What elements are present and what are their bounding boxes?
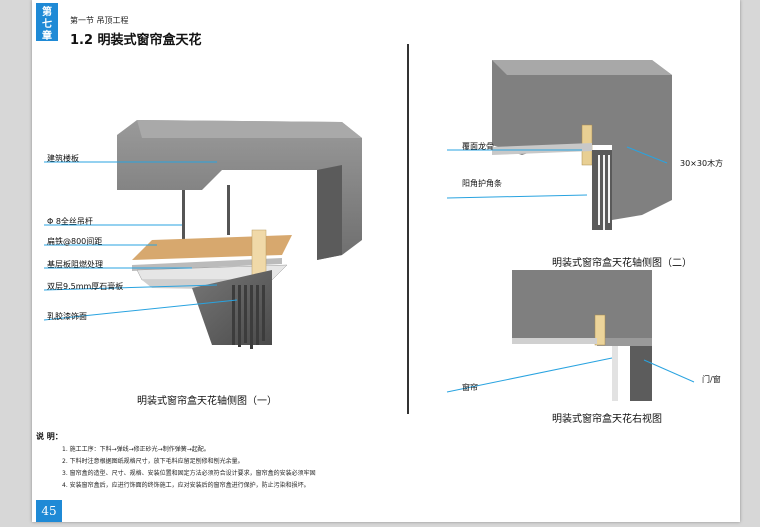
callout-lines [446, 357, 695, 393]
callout-cover-keel: 覆面龙骨 [462, 142, 494, 151]
notes-title: 说 明： [36, 432, 63, 441]
callout-gypsum-board: 双层9.5mm厚石膏板 [47, 282, 124, 291]
note-item: 1. 施工工序：下料→弹线→修正砂光→制作弹簧→起配。 [62, 446, 210, 453]
hanger-rod [227, 185, 230, 235]
curtain-folds [598, 155, 610, 230]
axonometric-drawing-1 [43, 120, 362, 349]
slab-section [512, 270, 652, 338]
axonometric-drawing-2 [446, 60, 672, 230]
callout-slab: 建筑楼板 [47, 154, 79, 163]
callout-corner-guard: 阳角护角条 [462, 179, 502, 188]
column-divider [407, 44, 409, 414]
note-item: 3. 窗帘盒的造型、尺寸、规格、安装位置和固定方法必须符合设计要求，窗帘盒的安装… [62, 470, 316, 477]
page-number: 45 [36, 500, 62, 522]
note-item: 4. 安装窗帘盒后，应进行饰面的终饰施工，应对安装后的窗帘盒进行保护，防止污染和… [62, 482, 310, 489]
callout-door-window: 门/窗 [702, 375, 721, 384]
curtain-folds [232, 285, 265, 349]
hanger-rod [182, 190, 185, 240]
document-page: 第 七 章 第一节 吊顶工程 1.2 明装式窗帘盒天花 [32, 0, 740, 522]
callout-latex-paint: 乳胶漆饰面 [47, 312, 87, 321]
side-view-drawing [446, 270, 695, 401]
slab-edge [597, 338, 652, 346]
ceiling-board [512, 338, 597, 344]
wall-below [630, 346, 652, 401]
caption-axonometric-1: 明装式窗帘盒天花轴侧图（一） [137, 396, 277, 407]
slab-top-face [492, 60, 672, 75]
slab-body [117, 120, 362, 260]
chapter-tab: 第 七 章 [36, 3, 58, 42]
keel [492, 143, 592, 155]
figure-axonometric-2: 覆面龙骨 阳角护角条 30×30木方 明装式窗帘盒天花轴侧图（二） [412, 55, 732, 275]
callout-curtain: 窗帘 [462, 383, 478, 392]
curtain-track [592, 150, 612, 230]
curtain [612, 346, 618, 401]
callout-lines [43, 161, 238, 321]
slab-top-face [137, 120, 362, 138]
callout-hanger-rod: Φ 8全丝吊杆 [47, 217, 93, 226]
slab-side-face [317, 165, 342, 260]
figure-axonometric-1: 建筑楼板 Φ 8全丝吊杆 扁铁@800间距 基层板阻燃处理 双层9.5mm厚石膏… [32, 110, 407, 410]
base-board [132, 235, 292, 260]
callout-wood-block: 30×30木方 [680, 159, 724, 168]
caption-axonometric-2: 明装式窗帘盒天花轴侧图（二） [552, 258, 692, 269]
callout-base-board: 基层板阻燃处理 [47, 260, 103, 269]
note-item: 2. 下料时注意根据图纸规格尺寸，放下毛料应留足刨修和刨光余量。 [62, 458, 244, 465]
callout-flat-iron: 扁铁@800间距 [47, 237, 103, 246]
caption-side-view: 明装式窗帘盒天花右视图 [552, 414, 662, 425]
figure-side-view: 窗帘 门/窗 明装式窗帘盒天花右视图 [412, 270, 732, 425]
section-label: 第一节 吊顶工程 [70, 16, 129, 25]
callout-lines [446, 146, 668, 199]
wood-block [594, 314, 606, 346]
page-title: 1.2 明装式窗帘盒天花 [70, 33, 202, 48]
